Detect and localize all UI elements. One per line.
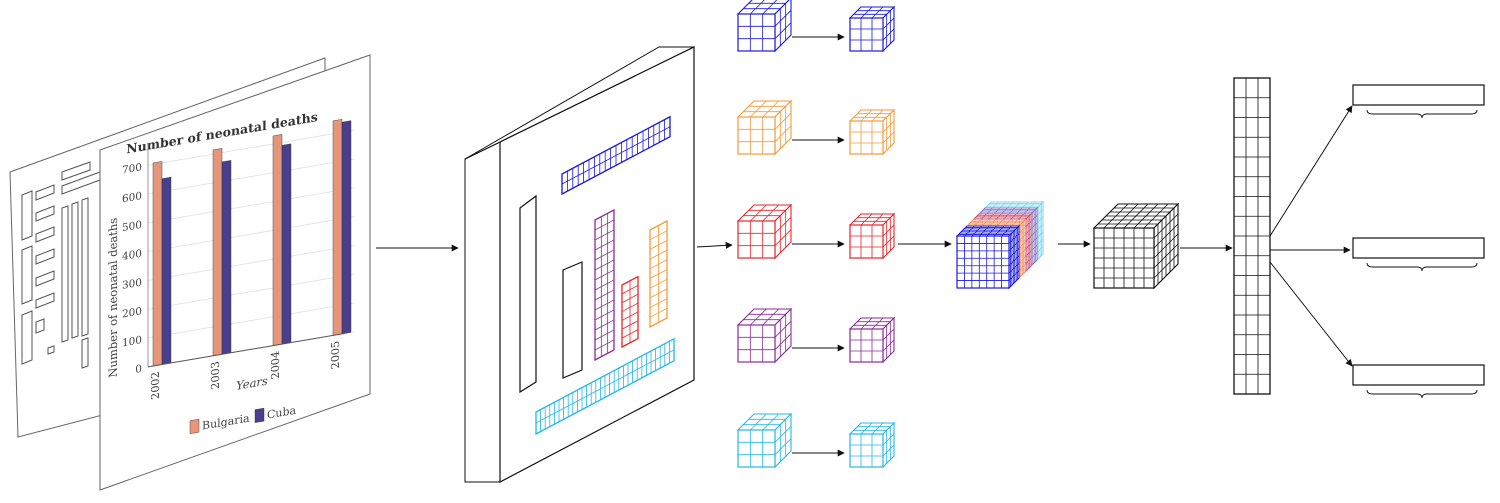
- output-box: [1352, 84, 1485, 106]
- output-head-1: [1352, 84, 1485, 119]
- y-axis-label: Number of neonatal deaths: [106, 217, 120, 379]
- region-cube-cyan: [736, 412, 793, 469]
- input-document-stack: Number of neonatal deaths 0 100 200 300 400 5…: [9, 54, 371, 491]
- region-blue-strip: [561, 115, 671, 196]
- y-tick-label: 700: [122, 161, 142, 176]
- y-tick-label: 500: [122, 219, 142, 234]
- gridline: [148, 187, 355, 224]
- pooled-cube-orange: [848, 108, 896, 156]
- region-cube-pairs: [736, 0, 896, 469]
- gridline: [148, 215, 355, 253]
- legend-swatch: [189, 418, 200, 434]
- stacked-layer-cube-front: [956, 235, 1010, 289]
- bar-bulgaria-2003: [212, 148, 223, 357]
- region-purple-column: [594, 208, 615, 362]
- gridline: [148, 273, 355, 310]
- output-head-2: [1352, 237, 1485, 272]
- region-orange-column: [649, 219, 668, 329]
- fused-feature-cube: [1092, 202, 1180, 290]
- y-axis-ticks: 0 100 200 300 400 500 600 700: [122, 161, 142, 376]
- gridline: [148, 302, 355, 339]
- pooled-cube-orange-front: [849, 120, 884, 155]
- stacked-layer: [955, 224, 1021, 290]
- y-tick-label: 100: [122, 334, 142, 349]
- region-cube-orange-front: [737, 116, 776, 155]
- arrow-to-region-cubes: [696, 241, 733, 249]
- bar-cuba-2005: [341, 120, 352, 335]
- legend-swatch: [254, 407, 265, 423]
- feature-map-side: [464, 141, 501, 483]
- arrow-to-output-top: [1269, 105, 1353, 237]
- x-tick-label: 2004: [269, 350, 282, 380]
- x-axis-line: [148, 332, 345, 368]
- region-cube-orange: [736, 99, 793, 156]
- region-box-tall: [519, 194, 537, 394]
- x-tick-label: 2002: [149, 370, 162, 400]
- bar-cuba-2004: [281, 143, 292, 345]
- y-tick-label: 600: [122, 190, 142, 205]
- y-tick-label: 0: [135, 363, 142, 376]
- bar-bulgaria-2005: [332, 119, 343, 336]
- feature-map-panel: [464, 46, 695, 483]
- output-brace: [1366, 389, 1478, 399]
- x-tick-label: 2005: [329, 340, 342, 370]
- arrow-to-output-bottom: [1269, 261, 1353, 367]
- region-cube-purple-front: [737, 324, 776, 363]
- bar-cuba-2002: [161, 176, 172, 365]
- pooled-cube-cyan: [848, 421, 896, 469]
- x-axis-label: Years: [236, 374, 268, 393]
- feature-vector-column: [1233, 77, 1271, 395]
- bar-bulgaria-2002: [152, 161, 163, 367]
- legend-label: Cuba: [267, 404, 296, 422]
- pooled-cube-blue-front: [849, 17, 884, 52]
- gridline: [148, 158, 355, 195]
- region-red-column: [621, 275, 639, 349]
- region-cube-red-front: [737, 220, 776, 259]
- region-cube-blue-front: [737, 13, 776, 52]
- region-cube-cyan-front: [737, 429, 776, 468]
- x-tick-label: 2003: [209, 360, 222, 390]
- bar-bulgaria-2004: [272, 134, 283, 346]
- region-box-short: [562, 261, 583, 379]
- region-cyan-strip: [535, 337, 675, 436]
- bar-cuba-2003: [221, 160, 232, 355]
- pooled-cube-purple: [848, 316, 896, 364]
- region-cube-blue: [736, 0, 792, 53]
- chart-bars: [152, 119, 352, 367]
- pooled-cube-cyan-front: [849, 433, 884, 468]
- x-axis-ticks: 2002 2003 2004 2005: [149, 340, 342, 401]
- output-brace: [1366, 262, 1478, 272]
- region-cube-red: [736, 203, 793, 260]
- output-box: [1352, 364, 1485, 386]
- stacked-feature-cube: [955, 200, 1045, 290]
- pooled-cube-blue: [848, 5, 896, 53]
- feature-map-regions: [519, 115, 675, 436]
- fused-black-cube: [1092, 202, 1180, 290]
- feature-vector-grid: [1233, 77, 1271, 395]
- output-box: [1352, 237, 1485, 259]
- gridline: [148, 129, 355, 166]
- front-document-page: [99, 54, 371, 491]
- output-heads: [1269, 84, 1485, 399]
- pooled-cube-red: [848, 212, 896, 260]
- output-brace: [1366, 109, 1478, 119]
- region-cube-purple: [736, 307, 793, 364]
- pooled-cube-red-front: [849, 224, 884, 259]
- y-tick-label: 300: [122, 276, 142, 291]
- back-page-layout-blocks: [21, 161, 101, 369]
- output-head-3: [1352, 364, 1485, 399]
- stacked-layer-cube: [955, 224, 1021, 290]
- fused-black-cube-front: [1093, 227, 1155, 289]
- gridline: [148, 244, 355, 281]
- y-tick-label: 200: [122, 305, 142, 320]
- y-tick-label: 400: [122, 248, 142, 263]
- pooled-cube-purple-front: [849, 328, 884, 363]
